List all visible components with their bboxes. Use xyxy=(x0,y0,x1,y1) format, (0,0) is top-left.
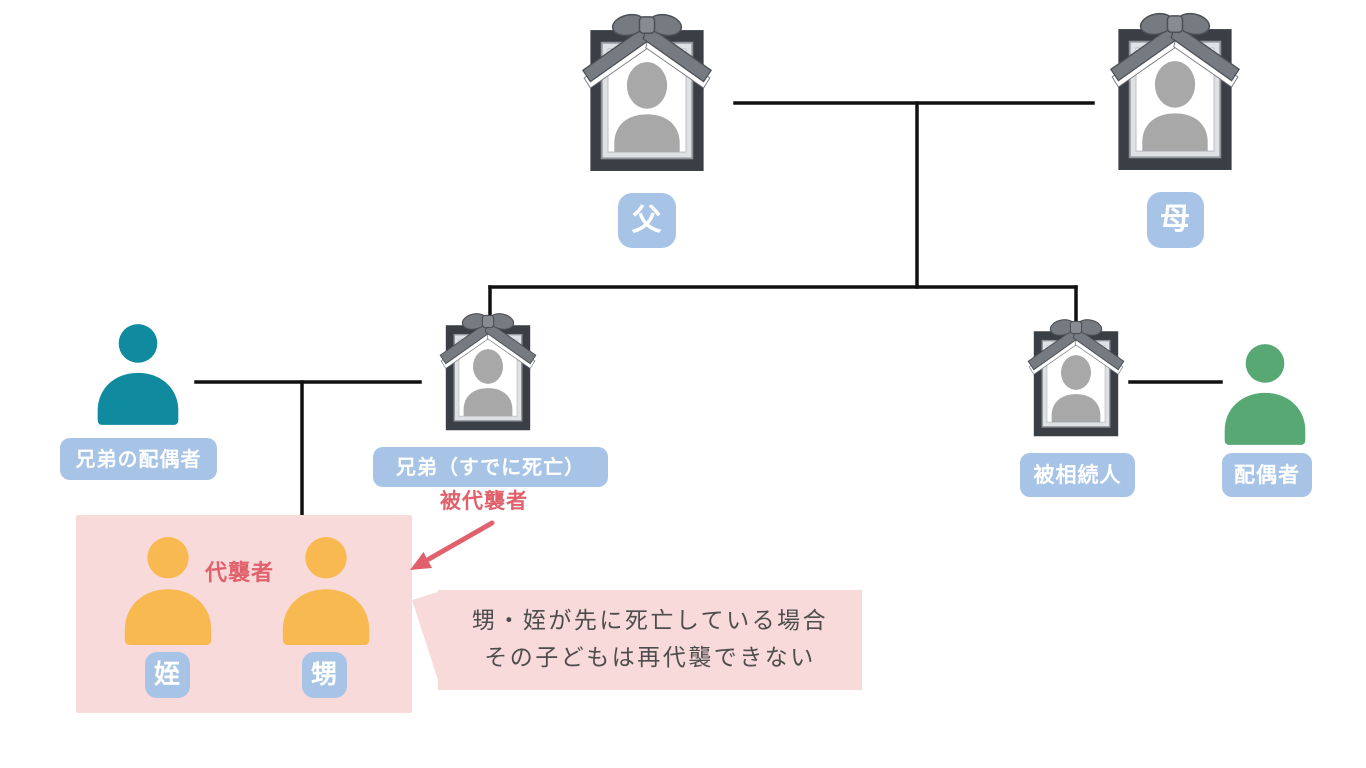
person-icon xyxy=(1224,344,1306,445)
mother-memorial-photo-icon xyxy=(1109,12,1241,175)
father-label: 父 xyxy=(618,193,676,248)
person-icon xyxy=(97,324,179,425)
callout-bubble: 甥・姪が先に死亡している場合 その子どもは再代襲できない xyxy=(438,590,862,690)
memorial-photo-icon xyxy=(1027,319,1125,437)
person-icon xyxy=(282,537,370,645)
spouse-person-icon xyxy=(1223,342,1307,447)
mourning-ribbon-icon xyxy=(581,13,713,89)
sibling-label: 兄弟（すでに死亡） xyxy=(373,447,608,487)
sibling-spouse-person-icon xyxy=(96,324,180,425)
father-memorial-photo-icon xyxy=(581,13,713,176)
memorial-photo-icon xyxy=(439,313,537,431)
mourning-ribbon-icon xyxy=(1109,12,1241,88)
memorial-photo-icon xyxy=(581,13,713,171)
sibling-memorial-photo-icon xyxy=(439,313,537,434)
mourning-ribbon-icon xyxy=(1027,319,1125,375)
person-icon xyxy=(124,537,212,645)
callout-text-line1: 甥・姪が先に死亡している場合 xyxy=(471,608,829,635)
spouse-label: 配偶者 xyxy=(1222,453,1312,497)
callout-bubble-tail xyxy=(412,592,438,680)
decedent-memorial-photo-icon xyxy=(1027,319,1125,440)
mourning-ribbon-icon xyxy=(439,313,537,369)
sibling-spouse-label: 兄弟の配偶者 xyxy=(60,438,217,480)
niece-person-icon xyxy=(122,537,214,645)
callout-text-line2: その子どもは再代襲できない xyxy=(484,644,816,671)
nephew-label: 甥 xyxy=(302,652,347,698)
nephew-person-icon xyxy=(280,537,372,645)
mother-label: 母 xyxy=(1147,192,1204,248)
decedent-label: 被相続人 xyxy=(1020,453,1135,497)
memorial-photo-icon xyxy=(1109,12,1241,170)
niece-label: 姪 xyxy=(145,652,190,698)
substituted-person-annotation: 被代襲者 xyxy=(440,489,528,513)
substitute-heirs-annotation: 代襲者 xyxy=(205,561,275,586)
